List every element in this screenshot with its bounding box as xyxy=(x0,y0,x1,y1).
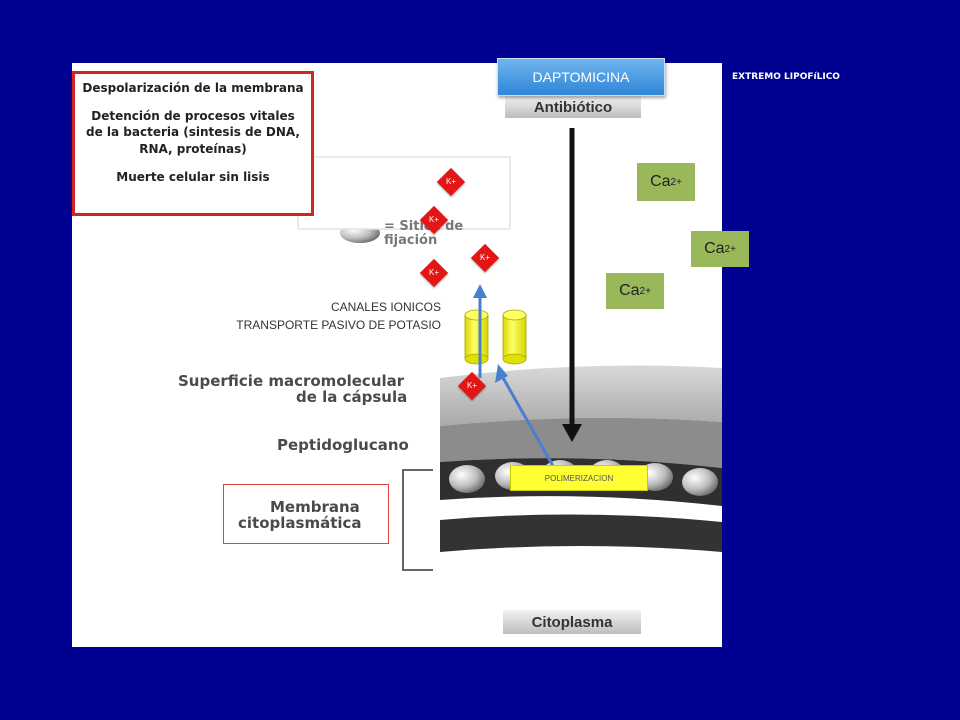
potassium-label-1: K+ xyxy=(445,177,456,186)
calcium-symbol: Ca xyxy=(704,240,725,257)
capsule-surface-line1: Superficie macromolecular xyxy=(178,372,405,390)
potassium-label-4: K+ xyxy=(428,268,439,277)
potassium-label-5: K+ xyxy=(466,381,477,390)
membrane-line1: Membrana xyxy=(270,498,360,516)
calcium-charge: 2+ xyxy=(639,285,651,297)
capsule-surface-label: Superficie macromolecular de la cápsula xyxy=(178,372,408,406)
ion-channels-text: CANALES IONICOS TRANSPORTE PASIVO DE POT… xyxy=(200,298,441,334)
capsule-surface-line2: de la cápsula xyxy=(296,387,408,406)
peptidoglycan-layer xyxy=(440,417,722,468)
effect-vital-processes: Detención de procesos vitales de la bact… xyxy=(86,109,300,156)
potassium-label-2: K+ xyxy=(428,215,439,224)
capsule-surface-layer xyxy=(440,365,722,426)
calcium-symbol: Ca xyxy=(650,173,671,190)
membrane-line2: citoplasmática xyxy=(238,513,362,532)
effects-box: Despolarización de la membrana Detención… xyxy=(72,71,314,216)
polymerization-label: POLIMERIZACION xyxy=(510,465,648,491)
antibiotic-arrowhead xyxy=(562,424,582,442)
calcium-charge: 2+ xyxy=(670,176,682,188)
cytoplasm-label: Citoplasma xyxy=(503,610,641,634)
calcium-charge: 2+ xyxy=(724,243,736,255)
polymerization-arrow xyxy=(500,375,555,467)
ion-channel-1 xyxy=(464,309,489,365)
potassium-label-3: K+ xyxy=(479,253,490,262)
ion-channels-line2: TRANSPORTE PASIVO DE POTASIO xyxy=(236,318,441,332)
antibiotic-label: Antibiótico xyxy=(505,96,641,118)
daptomicina-label: DAPTOMICINA xyxy=(497,58,665,96)
membrane-label: Membrana citoplasmática xyxy=(238,498,362,532)
calcium-symbol: Ca xyxy=(619,282,640,299)
polymerization-arrowhead xyxy=(495,364,508,383)
inner-membrane-band xyxy=(440,514,722,552)
effect-depolarization: Despolarización de la membrana xyxy=(82,81,304,95)
ion-channels-line1: CANALES IONICOS xyxy=(330,300,441,314)
peptidoglycan-label: Peptidoglucano xyxy=(277,436,409,454)
effect-cell-death: Muerte celular sin lisis xyxy=(116,169,270,184)
figure-inset-box xyxy=(297,156,511,230)
layer-bracket xyxy=(402,469,433,571)
potassium-efflux-arrowhead xyxy=(473,284,487,298)
lipophilic-end-label: EXTREMO LIPOFíLICO xyxy=(732,72,840,82)
membrane-highlight-box xyxy=(223,484,389,544)
ion-channel-2 xyxy=(502,309,527,365)
